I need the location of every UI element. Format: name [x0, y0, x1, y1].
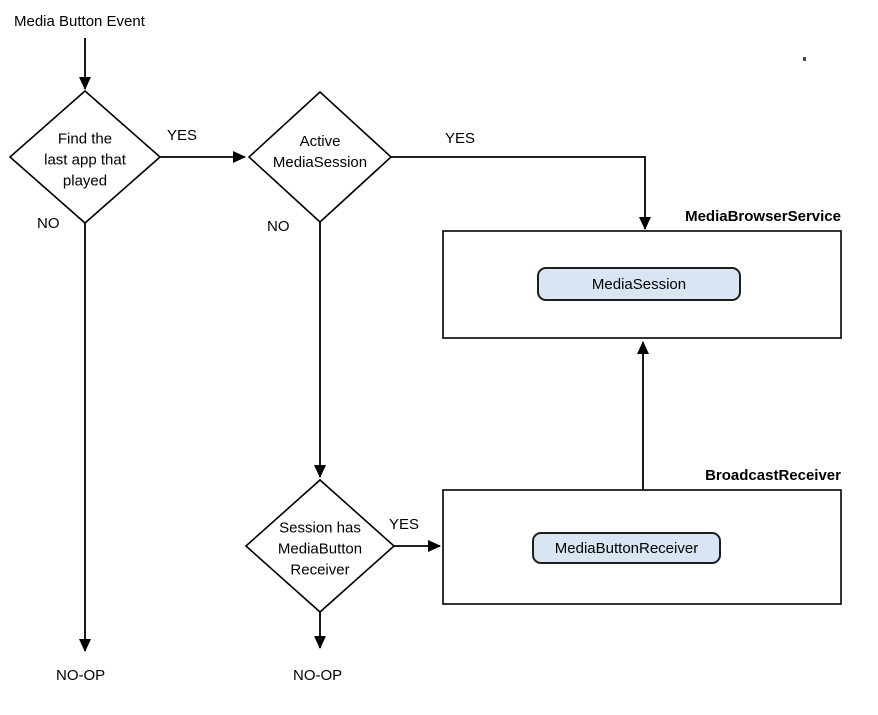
decision2-text: Active MediaSession [272, 133, 368, 171]
decision2-yes-label: YES [445, 130, 476, 147]
decision1-yes-label: YES [167, 127, 198, 144]
mediabrowserservice-title: MediaBrowserService [685, 208, 841, 225]
noop-left-label: NO-OP [56, 667, 106, 684]
mediabuttonreceiver-node [532, 532, 721, 564]
decision1-text: Find the last app that played [44, 130, 126, 190]
decision1-no-label: NO [37, 215, 60, 232]
decision1-diamond [8, 89, 162, 225]
decision2-diamond [247, 90, 393, 224]
decision2-no-label: NO [267, 218, 290, 235]
noop-middle-label: NO-OP [293, 667, 343, 684]
decision3-diamond [244, 478, 396, 614]
mediasession-node [537, 267, 741, 301]
stray-mark [803, 57, 806, 61]
mediasession-node-label: MediaSession [591, 275, 687, 293]
edge-decision2-yes-to-mediabrowserservice [391, 156, 651, 230]
broadcastreceiver-title: BroadcastReceiver [705, 467, 841, 484]
decision3-text: Session has MediaButton Receiver [277, 519, 363, 579]
start-label: Media Button Event [14, 13, 145, 30]
mediabuttonreceiver-node-label: MediaButtonReceiver [554, 539, 699, 557]
decision3-yes-label: YES [389, 516, 420, 533]
